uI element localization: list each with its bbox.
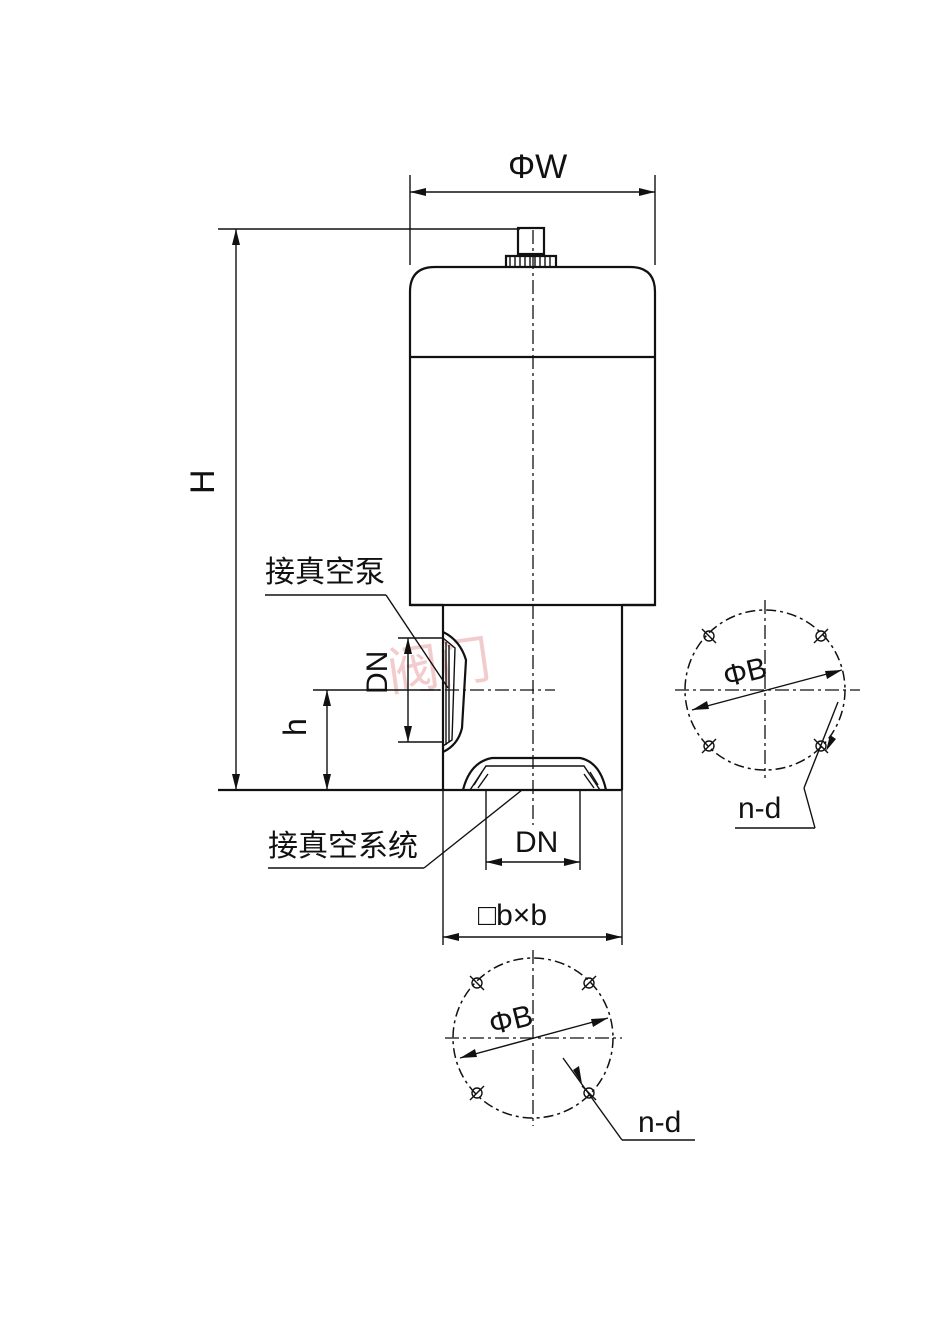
flange-bottom-holes-label: n-d (638, 1106, 681, 1139)
bottom-port (461, 756, 608, 791)
bolt-hole (701, 628, 717, 644)
system-port-label: 接真空系统 (268, 829, 418, 864)
callout-pump: 接真空泵 (265, 555, 449, 689)
flange-bottom-bolt-circle-label: ΦB (486, 999, 537, 1042)
bolt-hole (581, 975, 597, 991)
side-port (442, 631, 468, 753)
flange-bottom: ΦB n-d (445, 950, 695, 1141)
pump-port-label: 接真空泵 (265, 555, 385, 590)
watermark: 阀门 (383, 630, 494, 704)
h-total-label: H (184, 469, 222, 494)
phi-w-label: ΦW (508, 148, 567, 186)
dim-h-total: H (184, 228, 520, 790)
dim-h-small: h (277, 689, 440, 790)
dim-phi-w: ΦW (409, 148, 656, 265)
bolt-hole (701, 738, 717, 754)
dim-dn-side: DN (361, 637, 443, 743)
bolt-hole (469, 1085, 485, 1101)
dn-bottom-label: DN (515, 826, 558, 859)
bolt-hole (813, 628, 829, 644)
valve-body (218, 226, 657, 792)
b-square-label: □b×b (478, 899, 547, 932)
callout-system: 接真空系统 (268, 789, 523, 869)
flange-right-holes-label: n-d (738, 792, 781, 825)
flange-right: ΦB n-d (675, 600, 860, 829)
bolt-hole (469, 975, 485, 991)
dim-b-square: □b×b (442, 790, 623, 945)
dim-dn-bottom: DN (485, 790, 581, 870)
h-small-label: h (277, 718, 313, 736)
dn-side-label: DN (361, 651, 394, 694)
flange-right-bolt-circle-label: ΦB (720, 651, 771, 694)
